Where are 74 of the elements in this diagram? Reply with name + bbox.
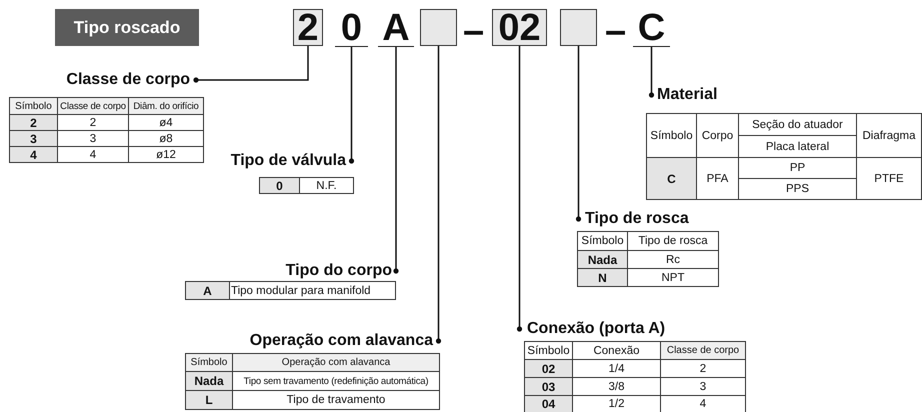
section-heading: Operação com alavanca — [250, 332, 433, 350]
table-cell: Tipo de travamento — [233, 391, 439, 409]
table-cell: 1/2 — [573, 396, 660, 412]
table-cell: Tipo sem travamento (redefinição automática) — [233, 372, 439, 390]
section-heading: Tipo de válvula — [230, 152, 346, 170]
leader-line — [348, 47, 354, 164]
table-cell: Tipo modular para manifold — [230, 282, 395, 299]
table-cell: 3 — [58, 131, 128, 146]
table-cell: Operação com alavanca — [233, 354, 439, 371]
table-cell: Símbolo — [578, 232, 627, 250]
table-cell: NPT — [628, 269, 718, 286]
table-cell: Classe de corpo — [661, 342, 745, 359]
table-cell: Conexão — [573, 342, 660, 359]
table-cell: 4 — [10, 147, 57, 162]
table-cell: N — [578, 269, 627, 286]
leader-line — [193, 46, 309, 83]
table-cell: 2 — [10, 115, 57, 130]
table-cell: A — [186, 282, 229, 299]
table-cell: PP — [739, 158, 856, 178]
table-cell: Nada — [186, 372, 232, 390]
underlined-code-letter: C — [633, 9, 670, 47]
table-cell: 2 — [661, 360, 745, 377]
underlined-code-letter: A — [378, 9, 414, 47]
leader-line — [393, 47, 399, 274]
code-box: 02 — [492, 9, 547, 46]
table-cell: ø8 — [129, 131, 203, 146]
table-cell: ø12 — [129, 147, 203, 162]
table-cell: PPS — [739, 179, 856, 199]
table-cell: L — [186, 391, 232, 409]
table-cell: Nada — [578, 251, 627, 268]
section-heading: Tipo de rosca — [585, 210, 689, 228]
table-cell: Diâm. do orifício — [129, 98, 203, 114]
table-cell: 04 — [525, 396, 572, 412]
table-cell: PFA — [697, 158, 738, 199]
leader-line — [516, 46, 522, 332]
section-heading: Conexão (porta A) — [527, 320, 666, 338]
table-cell: 4 — [661, 396, 745, 412]
table-cell: C — [647, 158, 696, 199]
section-heading: Material — [657, 86, 718, 104]
table-cell: 2 — [58, 115, 128, 130]
table-cell: N.F. — [300, 178, 353, 193]
table-cell: PTFE — [857, 158, 921, 199]
leader-line — [436, 46, 442, 344]
table-cell: Rc — [628, 251, 718, 268]
table-cell: 03 — [525, 378, 572, 395]
table-cell: 1/4 — [573, 360, 660, 377]
table-cell: 3 — [10, 131, 57, 146]
table-cell: Placa lateral — [739, 136, 856, 157]
title-badge: Tipo roscado — [55, 9, 199, 46]
table-cell: 02 — [525, 360, 572, 377]
table-cell: 0 — [260, 178, 299, 193]
table-cell: 3 — [661, 378, 745, 395]
empty-code-box — [560, 9, 597, 46]
leader-line — [576, 46, 582, 222]
separator-dash: – — [463, 12, 484, 50]
section-heading: Classe de corpo — [66, 71, 190, 89]
empty-code-box — [420, 9, 457, 46]
separator-dash: – — [605, 12, 626, 50]
table-cell: 3/8 — [573, 378, 660, 395]
table-cell: Classe de corpo — [58, 98, 128, 114]
underlined-code-letter: 0 — [335, 9, 368, 47]
table-cell: Tipo de rosca — [628, 232, 718, 250]
table-cell: Símbolo — [186, 354, 232, 371]
table-cell: Seção do atuador — [739, 114, 856, 135]
table-cell: Diafragma — [857, 114, 921, 157]
section-heading: Tipo do corpo — [286, 262, 392, 280]
code-box: 2 — [293, 9, 323, 46]
table-cell: Símbolo — [10, 98, 57, 114]
leader-line — [648, 47, 654, 98]
table-cell: Símbolo — [525, 342, 572, 359]
table-cell: 4 — [58, 147, 128, 162]
table-cell: Corpo — [697, 114, 738, 157]
table-cell: Símbolo — [647, 114, 696, 157]
table-cell: ø4 — [129, 115, 203, 130]
